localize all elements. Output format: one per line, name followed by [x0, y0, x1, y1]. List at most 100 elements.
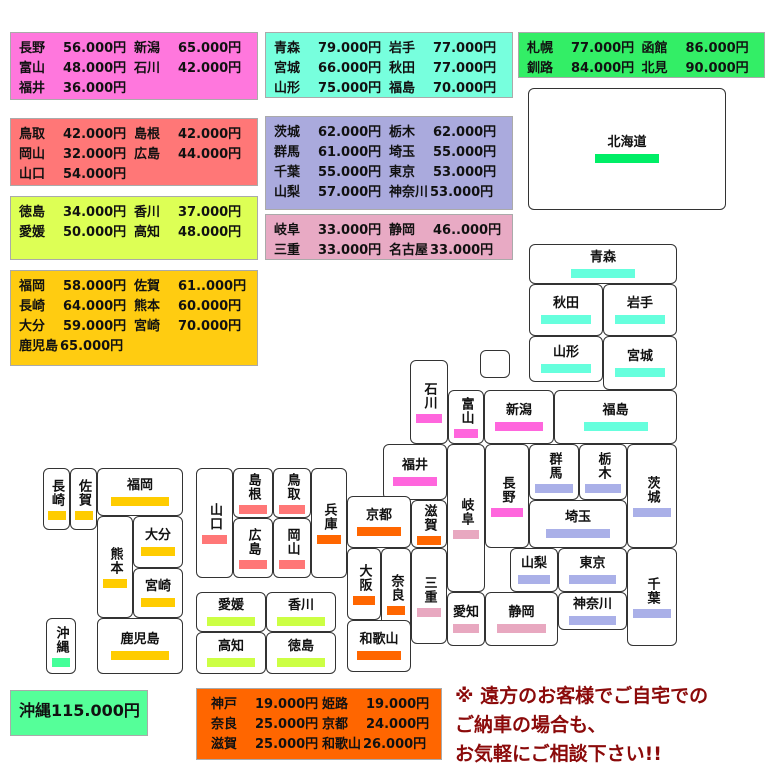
prefecture-label: 高知 — [217, 639, 244, 654]
delivery-price: 65.000円 — [60, 339, 124, 354]
area-name: 京都 — [322, 717, 349, 732]
prefecture-label: 兵庫 — [321, 502, 337, 531]
delivery-price: 55.000円 — [318, 165, 382, 180]
prefecture-tochigi[interactable]: 栃木 — [579, 444, 627, 500]
prefecture-kagawa[interactable]: 香川 — [266, 592, 336, 632]
prefecture-tottori[interactable]: 鳥取 — [273, 468, 311, 518]
area-name: 奈良 — [211, 717, 238, 732]
prefecture-label: 山梨 — [520, 556, 547, 571]
prefecture-shizuoka[interactable]: 静岡 — [485, 592, 558, 646]
prefecture-hyogo[interactable]: 兵庫 — [311, 468, 347, 578]
prefecture-hokkaido[interactable]: 北海道 — [528, 88, 726, 210]
delivery-price: 70.000円 — [433, 81, 497, 96]
prefecture-ehime[interactable]: 愛媛 — [196, 592, 266, 632]
prefecture-label: 静岡 — [508, 605, 535, 620]
prefecture-kanagawa[interactable]: 神奈川 — [558, 592, 627, 630]
prefecture-gifu[interactable]: 岐阜 — [447, 444, 485, 592]
area-name: 愛媛 — [19, 225, 46, 240]
delivery-price: 33.000円 — [318, 223, 382, 238]
area-name: 札幌 — [527, 41, 554, 56]
delivery-price: 61..000円 — [178, 279, 247, 294]
prefecture-gunma[interactable]: 群馬 — [529, 444, 579, 500]
area-name: 広島 — [134, 147, 161, 162]
prefecture-label: 香川 — [287, 598, 314, 613]
prefecture-fukushima[interactable]: 福島 — [554, 390, 677, 444]
prefecture-mie[interactable]: 三重 — [411, 548, 447, 644]
delivery-price: 77.000円 — [571, 41, 635, 56]
area-name: 福井 — [19, 81, 46, 96]
prefecture-label: 広島 — [245, 527, 261, 556]
delivery-price: 42.000円 — [178, 127, 242, 142]
prefecture-ishikawa[interactable]: 石川 — [410, 360, 448, 444]
prefecture-toyama[interactable]: 富山 — [448, 390, 484, 444]
region-color-bar — [417, 535, 441, 545]
area-name: 函館 — [641, 41, 668, 56]
prefecture-label: 京都 — [365, 508, 392, 523]
prefecture-kochi[interactable]: 高知 — [196, 632, 266, 674]
prefecture-iwate[interactable]: 岩手 — [603, 284, 677, 336]
region-color-bar — [569, 616, 616, 625]
prefecture-tokyo[interactable]: 東京 — [558, 548, 627, 592]
region-color-bar — [453, 529, 479, 539]
prefecture-niigata[interactable]: 新潟 — [484, 390, 554, 444]
prefecture-aichi[interactable]: 愛知 — [447, 592, 485, 646]
region-color-bar — [110, 497, 170, 506]
prefecture-label: 奈良 — [388, 573, 404, 602]
prefecture-kumamoto[interactable]: 熊本 — [97, 516, 133, 618]
region-color-bar — [633, 507, 671, 517]
area-name: 神奈川 — [389, 185, 429, 200]
prefecture-yamanashi[interactable]: 山梨 — [510, 548, 558, 592]
prefecture-osaka[interactable]: 大阪 — [347, 548, 381, 620]
prefecture-okinawa[interactable]: 沖縄 — [46, 618, 76, 674]
prefecture-label: 茨城 — [644, 475, 660, 504]
prefecture-miyagi[interactable]: 宮城 — [603, 336, 677, 390]
prefecture-shimane[interactable]: 島根 — [233, 468, 273, 518]
delivery-price: 42.000円 — [63, 127, 127, 142]
area-name: 秋田 — [389, 61, 416, 76]
delivery-note: ※ 遠方のお客様でご自宅での ご納車の場合も、 お気軽にご相談下さい!! — [455, 682, 708, 769]
region-color-bar — [614, 368, 666, 377]
prefecture-hiroshima[interactable]: 広島 — [233, 518, 273, 578]
prefecture-chiba[interactable]: 千葉 — [627, 548, 677, 646]
prefecture-aomori[interactable]: 青森 — [529, 244, 677, 284]
prefecture-yamaguchi[interactable]: 山口 — [196, 468, 233, 578]
prefecture-nagano[interactable]: 長野 — [485, 444, 529, 548]
prefecture-tokushima[interactable]: 徳島 — [266, 632, 336, 674]
delivery-price: 25.000円 — [255, 717, 319, 732]
prefecture-saitama[interactable]: 埼玉 — [529, 500, 627, 548]
prefecture-kyoto[interactable]: 京都 — [347, 496, 411, 548]
delivery-price: 48.000円 — [178, 225, 242, 240]
prefecture-yamagata[interactable]: 山形 — [529, 336, 603, 382]
prefecture-oita[interactable]: 大分 — [133, 516, 183, 568]
prefecture-kagoshima[interactable]: 鹿児島 — [97, 618, 183, 674]
area-name: 滋賀 — [211, 737, 238, 752]
prefecture-label: 秋田 — [552, 296, 579, 311]
prefecture-fukui[interactable]: 福井 — [383, 444, 447, 500]
prefecture-shiga[interactable]: 滋賀 — [411, 500, 447, 548]
note-line: ※ 遠方のお客様でご自宅での — [455, 685, 709, 707]
region-color-bar — [239, 559, 267, 569]
region-color-bar — [357, 651, 401, 660]
prefecture-akita[interactable]: 秋田 — [529, 284, 603, 336]
prefecture-miyazaki[interactable]: 宮崎 — [133, 568, 183, 618]
prefecture-nagasaki[interactable]: 長崎 — [43, 468, 70, 530]
prefecture-fukuoka[interactable]: 福岡 — [97, 468, 183, 516]
prefecture-okayama[interactable]: 岡山 — [273, 518, 311, 578]
prefecture-wakayama[interactable]: 和歌山 — [347, 620, 411, 672]
area-name: 熊本 — [134, 299, 161, 314]
prefecture-ibaraki[interactable]: 茨城 — [627, 444, 677, 548]
prefecture-saga[interactable]: 佐賀 — [70, 468, 97, 530]
